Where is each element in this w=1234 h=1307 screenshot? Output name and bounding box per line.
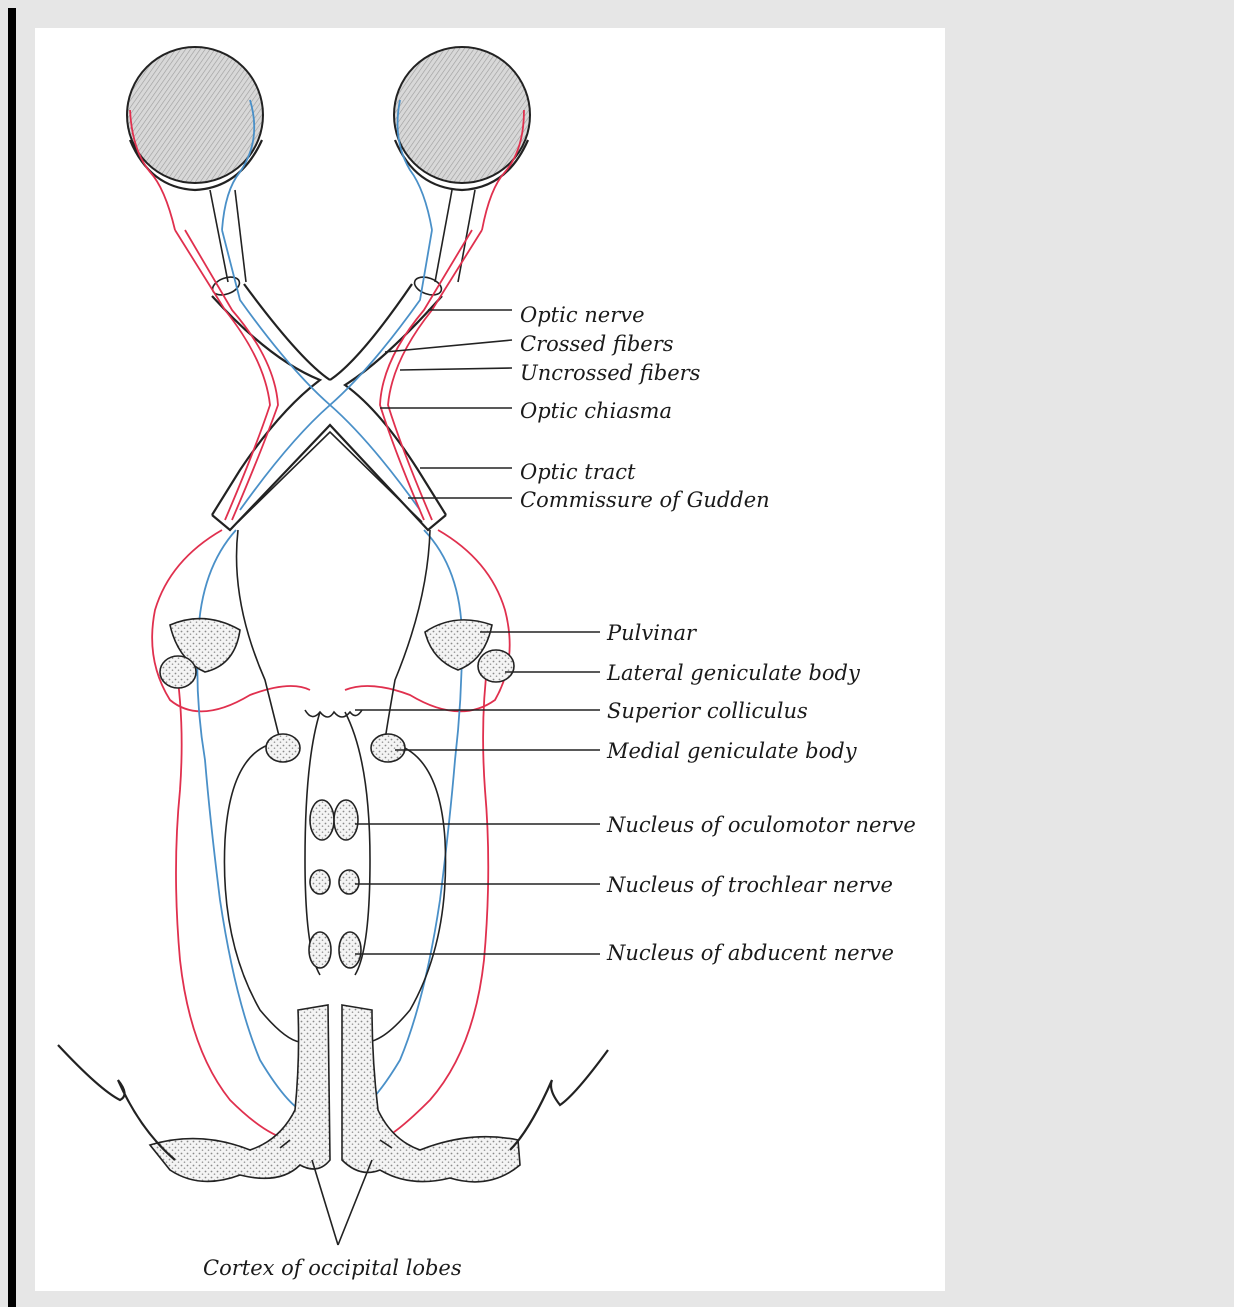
- label-uncrossed-fibers: Uncrossed fibers: [520, 361, 701, 385]
- medial-geniculate-left: [266, 734, 300, 762]
- label-commissure-of-gudden: Commissure of Gudden: [520, 488, 770, 512]
- label-medial-geniculate-body: Medial geniculate body: [606, 739, 858, 763]
- trochlear-nuclei: [310, 870, 359, 894]
- medial-geniculate-right: [371, 734, 405, 762]
- superior-colliculus: [305, 710, 362, 717]
- right-eye: [394, 47, 530, 230]
- lateral-geniculate-right: [478, 650, 514, 682]
- label-optic-nerve: Optic nerve: [520, 303, 645, 327]
- oculomotor-nuclei: [310, 800, 358, 840]
- label-pulvinar: Pulvinar: [606, 621, 698, 645]
- occipital-cortex: [58, 1005, 608, 1182]
- label-nucleus-oculomotor: Nucleus of oculomotor nerve: [606, 813, 916, 837]
- label-optic-tract: Optic tract: [520, 460, 636, 484]
- label-nucleus-trochlear: Nucleus of trochlear nerve: [606, 873, 893, 897]
- label-cortex-occipital-lobes: Cortex of occipital lobes: [203, 1256, 462, 1280]
- lateral-geniculate-left: [160, 656, 196, 688]
- left-eye: [127, 47, 263, 230]
- label-lateral-geniculate-body: Lateral geniculate body: [606, 661, 861, 685]
- label-superior-colliculus: Superior colliculus: [607, 699, 808, 723]
- label-nucleus-abducent: Nucleus of abducent nerve: [606, 941, 894, 965]
- abducent-nuclei: [309, 932, 361, 968]
- label-crossed-fibers: Crossed fibers: [520, 332, 674, 356]
- label-optic-chiasma: Optic chiasma: [520, 399, 672, 423]
